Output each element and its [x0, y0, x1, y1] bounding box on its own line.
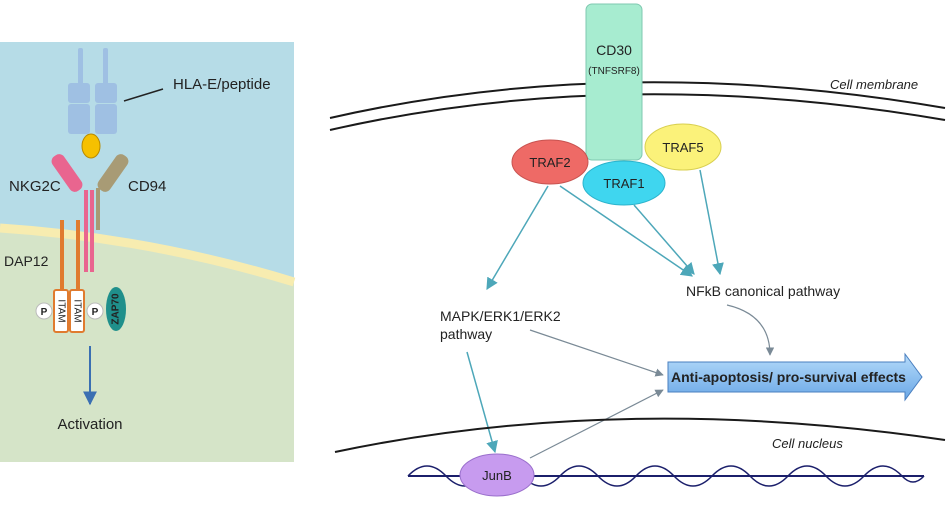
nkg2c-receptor [51, 154, 94, 272]
mapk-pathway-label-line1: MAPK/ERK1/ERK2 [440, 308, 561, 324]
nkg2c-label: NKG2C [9, 178, 61, 195]
svg-text:P: P [92, 307, 99, 318]
svg-text:ITAM: ITAM [71, 299, 82, 322]
arrow-nfkb-to-outcome [726, 304, 775, 356]
cd94-receptor [96, 154, 129, 230]
traf2-label: TRAF2 [529, 155, 570, 170]
peptide [81, 133, 101, 159]
cd94-label: CD94 [128, 178, 166, 195]
arrow-traf5-to-nfkb [699, 169, 724, 276]
dap12-label: DAP12 [4, 253, 49, 269]
left-panel: HLA-E/peptide NKG2C CD94 DAP12 ITAM ITAM [0, 42, 296, 462]
junb-node [459, 453, 535, 497]
arrow-mapk-to-outcome [529, 329, 664, 377]
outcome-block-arrow [667, 352, 923, 402]
hla-e-complex [68, 48, 117, 134]
traf2-node [511, 139, 589, 185]
traf5-node [644, 123, 722, 171]
arrow-mapk-to-junb [466, 351, 498, 454]
mapk-pathway-label-line2: pathway [440, 326, 492, 342]
activation-label: Activation [57, 416, 122, 433]
junb-label: JunB [482, 468, 512, 483]
outcome-label: Anti-apoptosis/ pro-survival effects [671, 369, 906, 385]
hla-e-peptide-label: HLA-E/peptide [173, 76, 271, 93]
cd30-alias-label: (TNFSRF8) [588, 66, 640, 77]
arrow-junb-to-outcome [529, 389, 664, 459]
cell-nucleus-label: Cell nucleus [772, 436, 843, 451]
phosphate-1: P [35, 302, 53, 320]
traf1-node [582, 160, 666, 206]
traf1-label: TRAF1 [603, 176, 644, 191]
nfkb-pathway-label: NFkB canonical pathway [686, 283, 840, 299]
svg-text:P: P [41, 307, 48, 318]
itam-motif-2: ITAM [69, 289, 85, 333]
cd30-receptor [585, 3, 643, 161]
arrow-traf1-to-nfkb [633, 204, 695, 275]
ligand-pointer-line [123, 88, 164, 102]
plasma-membrane [0, 223, 296, 287]
dap12-adaptor [60, 220, 80, 292]
traf5-label: TRAF5 [662, 140, 703, 155]
phosphate-2: P [86, 302, 104, 320]
intracellular-region [0, 228, 294, 462]
cd30-label: CD30 [596, 42, 632, 58]
svg-text:ZAP70: ZAP70 [111, 293, 122, 325]
cell-nucleus-membrane [334, 417, 946, 453]
svg-text:ITAM: ITAM [55, 299, 66, 322]
arrow-traf2-to-mapk [486, 185, 549, 291]
cell-membrane-label: Cell membrane [830, 77, 918, 92]
right-panel: Cell membrane CD30 (TNFSRF8) TRAF2 TRAF1… [329, 3, 946, 497]
zap70-kinase: ZAP70 [106, 287, 126, 331]
arrow-traf2-to-nfkb [559, 185, 693, 277]
itam-motif-1: ITAM [53, 289, 69, 333]
